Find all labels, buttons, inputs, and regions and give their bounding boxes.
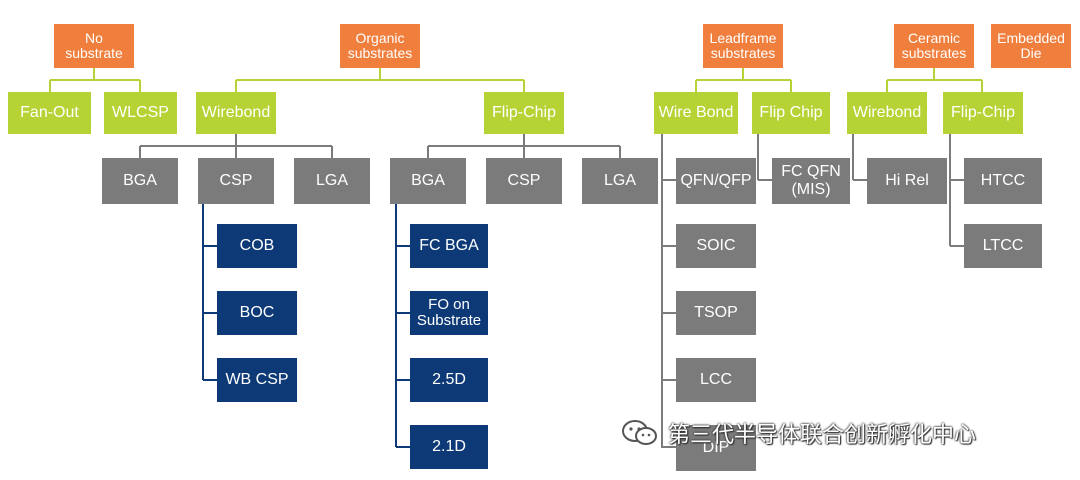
subpackage-wb-csp: WB CSP — [217, 358, 297, 402]
package-dip: DIP — [676, 425, 756, 471]
package-soic: SOIC — [676, 224, 756, 268]
package-fc-csp: CSP — [486, 158, 562, 204]
package-hi-rel: Hi Rel — [867, 158, 947, 204]
subpackage-fo-on-substrate: FO on Substrate — [410, 291, 488, 335]
node-organic-wirebond: Wirebond — [196, 92, 276, 134]
package-tsop: TSOP — [676, 291, 756, 335]
category-organic-substrates: Organic substrates — [340, 24, 420, 68]
package-qfn-qfp: QFN/QFP — [676, 158, 756, 204]
node-fan-out: Fan-Out — [8, 92, 91, 134]
node-leadframe-wire-bond: Wire Bond — [654, 92, 738, 134]
category-leadframe-substrates: Leadframe substrates — [703, 24, 783, 68]
watermark: 第三代半导体联合创新孵化中心 — [620, 418, 976, 448]
node-organic-flip-chip: Flip-Chip — [484, 92, 564, 134]
subpackage-cob: COB — [217, 224, 297, 268]
node-ceramic-flip-chip: Flip-Chip — [943, 92, 1023, 134]
node-wlcsp: WLCSP — [104, 92, 177, 134]
category-no-substrate: No substrate — [54, 24, 134, 68]
package-htcc: HTCC — [964, 158, 1042, 204]
package-wb-lga: LGA — [294, 158, 370, 204]
package-wb-csp: CSP — [198, 158, 274, 204]
category-embedded-die: Embedded Die — [991, 24, 1071, 68]
category-ceramic-substrates: Ceramic substrates — [894, 24, 974, 68]
package-fc-lga: LGA — [582, 158, 658, 204]
node-ceramic-wirebond: Wirebond — [847, 92, 927, 134]
package-ltcc: LTCC — [964, 224, 1042, 268]
subpackage-fc-bga: FC BGA — [410, 224, 488, 268]
subpackage-boc: BOC — [217, 291, 297, 335]
subpackage-2-5d: 2.5D — [410, 358, 488, 402]
package-fc-bga: BGA — [390, 158, 466, 204]
wechat-icon — [620, 419, 660, 447]
watermark-text: 第三代半导体联合创新孵化中心 — [668, 423, 977, 448]
package-wb-bga: BGA — [102, 158, 178, 204]
subpackage-2-1d: 2.1D — [410, 425, 488, 469]
package-fc-qfn-mis: FC QFN (MIS) — [772, 158, 850, 204]
node-leadframe-flip-chip: Flip Chip — [752, 92, 830, 134]
package-lcc: LCC — [676, 358, 756, 402]
